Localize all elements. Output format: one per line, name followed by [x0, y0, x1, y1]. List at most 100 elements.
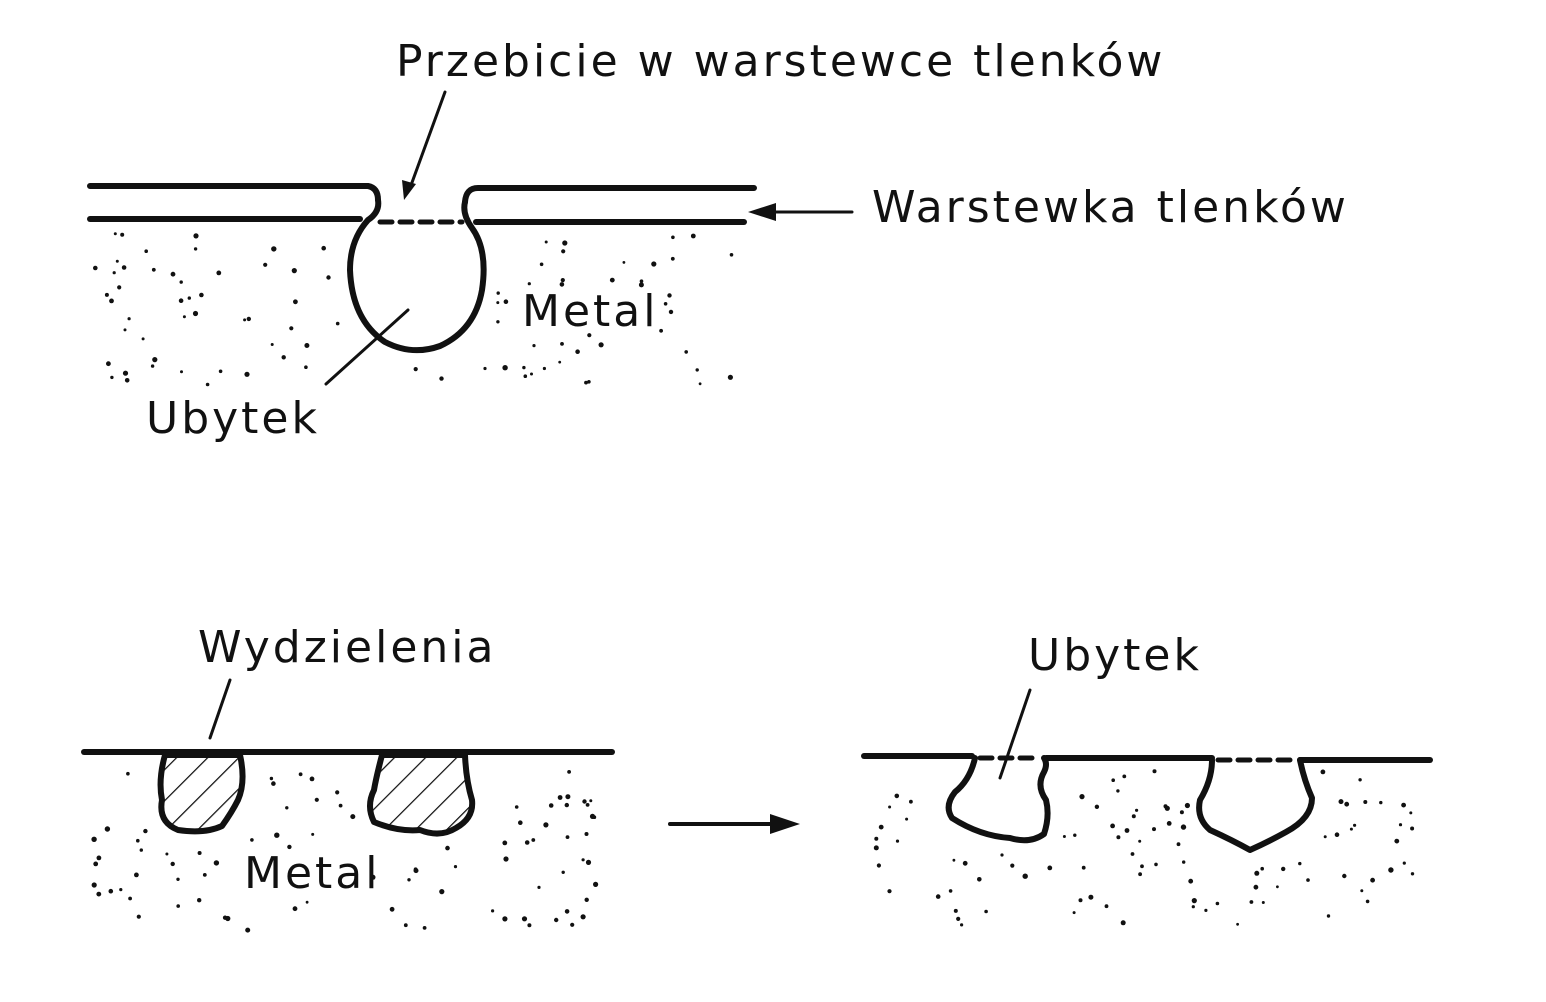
stipple-dot: [304, 365, 308, 370]
stipple-dot: [298, 772, 303, 777]
stipple-dot: [565, 794, 571, 800]
stipple-dot: [878, 824, 884, 830]
stipple-dot: [895, 839, 900, 843]
stipple-dot: [176, 904, 180, 908]
stipple-dot: [639, 279, 644, 284]
stipple-dot: [1081, 865, 1086, 870]
stipple-dot: [152, 357, 158, 363]
transition-arrow: [668, 814, 800, 834]
stipple-dot: [96, 855, 102, 861]
stipple-dot: [1370, 877, 1375, 883]
stipple-dot: [225, 915, 231, 922]
stipple-dot: [213, 860, 220, 866]
stipple-dot: [109, 298, 114, 304]
stipple-dot: [503, 856, 509, 862]
stipple-dot: [1047, 865, 1053, 871]
stipple-dot: [108, 888, 114, 894]
stipple-dot: [483, 366, 487, 371]
stipple-dot: [139, 848, 143, 852]
stipple-dot: [271, 781, 276, 786]
stipple-dot: [567, 770, 571, 774]
stipple-dot: [1394, 838, 1400, 844]
bottom-left-figure: Wydzielenia Metal: [81, 622, 615, 933]
stipple-dot: [729, 253, 734, 257]
stipple-dot: [1342, 873, 1347, 879]
stipple-dot: [305, 900, 309, 904]
stipple-dot: [582, 799, 587, 804]
metal-stipple-bottom-left: [91, 770, 599, 933]
stipple-dot: [960, 923, 964, 927]
stipple-dot: [502, 840, 508, 846]
stipple-dot: [561, 249, 566, 254]
stipple-dot: [205, 382, 210, 387]
stipple-dot: [609, 277, 615, 283]
stipple-dot: [559, 282, 565, 287]
transition-arrow-head: [770, 814, 800, 834]
stipple-dot: [894, 793, 900, 799]
stipple-dot: [564, 909, 570, 914]
leader-line-pit-bottom: [998, 688, 1032, 780]
stipple-dot: [1353, 823, 1357, 827]
stipple-dot: [1122, 774, 1127, 779]
stipple-dot: [197, 898, 202, 903]
stipple-dot: [1363, 800, 1368, 804]
stipple-dot: [589, 799, 593, 803]
stipple-dot: [565, 835, 570, 839]
stipple-dot: [413, 868, 419, 874]
stipple-dot: [585, 859, 592, 866]
stipple-dot: [684, 350, 688, 354]
leader-line-precipitates: [208, 678, 232, 740]
stipple-dot: [518, 820, 523, 825]
stipple-dot: [179, 280, 183, 284]
stipple-dot: [1062, 835, 1066, 838]
stipple-dot: [1326, 914, 1331, 918]
stipple-dot: [314, 797, 319, 802]
stipple-dot: [193, 247, 198, 251]
stipple-dot: [1079, 794, 1085, 800]
stipple-dot: [1124, 828, 1130, 833]
stipple-dot: [150, 364, 155, 368]
stipple-dot: [335, 790, 340, 795]
stipple-dot: [521, 916, 528, 922]
stipple-dot: [370, 874, 376, 880]
stipple-dot: [104, 826, 111, 832]
stipple-dot: [514, 805, 519, 809]
stipple-dot: [422, 926, 427, 930]
stipple-dot: [136, 838, 140, 843]
stipple-dot: [1180, 824, 1187, 830]
stipple-dot: [560, 342, 564, 346]
stipple-dot: [560, 278, 565, 283]
stipple-dot: [1191, 898, 1197, 904]
stipple-dot: [244, 371, 250, 377]
stipple-dot: [1088, 894, 1094, 900]
stipple-dot: [439, 376, 444, 381]
stipple-dot: [1334, 832, 1340, 837]
stipple-dot: [587, 380, 591, 384]
stipple-dot: [496, 320, 500, 324]
stipple-dot: [413, 367, 418, 372]
stipple-dot: [292, 906, 298, 912]
stipple-dot: [523, 374, 528, 379]
leader-arrowhead-oxide: [748, 203, 776, 221]
stipple-dot: [948, 889, 953, 893]
stipple-dot: [263, 262, 268, 267]
stipple-dot: [622, 261, 626, 264]
leader-arrowhead-breach: [402, 180, 416, 200]
stipple-dot: [269, 776, 274, 781]
label-breach: Przebicie w warstewce tlenków: [396, 36, 1165, 87]
precipitate-1: [157, 752, 246, 835]
stipple-dot: [638, 282, 644, 288]
stipple-dot: [270, 343, 274, 346]
stipple-dot: [1166, 821, 1172, 826]
stipple-dot: [873, 845, 879, 851]
stipple-dot: [197, 851, 202, 855]
stipple-dot: [106, 361, 111, 367]
label-pit-top: Ubytek: [146, 393, 320, 444]
stipple-dot: [537, 885, 541, 890]
stipple-dot: [127, 317, 131, 321]
stipple-dot: [176, 877, 180, 881]
stipple-dot: [1215, 901, 1220, 906]
stipple-dot: [1204, 908, 1208, 913]
stipple-dot: [548, 803, 554, 808]
